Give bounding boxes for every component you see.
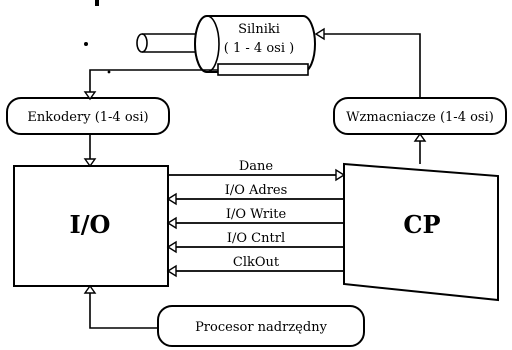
- amplifiers-node: Wzmacniacze (1-4 osi): [334, 98, 506, 134]
- bus-arrowhead: [168, 242, 176, 252]
- arrowhead-to-io: [85, 159, 95, 166]
- bus-arrowhead: [168, 266, 176, 276]
- bus-arrowhead: [336, 170, 344, 180]
- cp-block: CP: [344, 164, 498, 300]
- arrowhead-master-to-io: [85, 286, 95, 293]
- encoder-tab: [218, 64, 308, 75]
- master-processor-node: Procesor nadrzędny: [158, 306, 364, 346]
- line-master-to-io: [90, 293, 158, 328]
- motors-label-line2: ( 1 - 4 osi ): [224, 41, 294, 56]
- bus-arrowhead: [168, 218, 176, 228]
- bus-label: I/O Write: [226, 207, 287, 222]
- cp-label: CP: [403, 210, 440, 239]
- amplifiers-label: Wzmacniacze (1-4 osi): [346, 110, 494, 125]
- bus-label: Dane: [239, 159, 274, 174]
- line-amplifiers-to-motors: [324, 34, 420, 98]
- encoders-label: Enkodery (1-4 osi): [27, 110, 148, 125]
- io-label: I/O: [70, 210, 111, 239]
- ink-dot: [84, 42, 88, 46]
- io-block: I/O: [14, 166, 168, 286]
- bus-label: ClkOut: [233, 255, 280, 270]
- arrowhead-to-amplifiers: [415, 134, 425, 141]
- arrowhead-to-motors: [316, 29, 324, 39]
- motors-label-line1: Silniki: [238, 22, 280, 37]
- ink-mark: [95, 0, 99, 6]
- ink-dot: [108, 71, 111, 74]
- bus-arrowhead: [168, 194, 176, 204]
- encoders-node: Enkodery (1-4 osi): [7, 98, 169, 134]
- master-processor-label: Procesor nadrzędny: [195, 320, 328, 335]
- bus-label: I/O Cntrl: [227, 231, 285, 246]
- bus-label: I/O Adres: [225, 183, 288, 198]
- motors-node: Silniki ( 1 - 4 osi ): [137, 16, 315, 75]
